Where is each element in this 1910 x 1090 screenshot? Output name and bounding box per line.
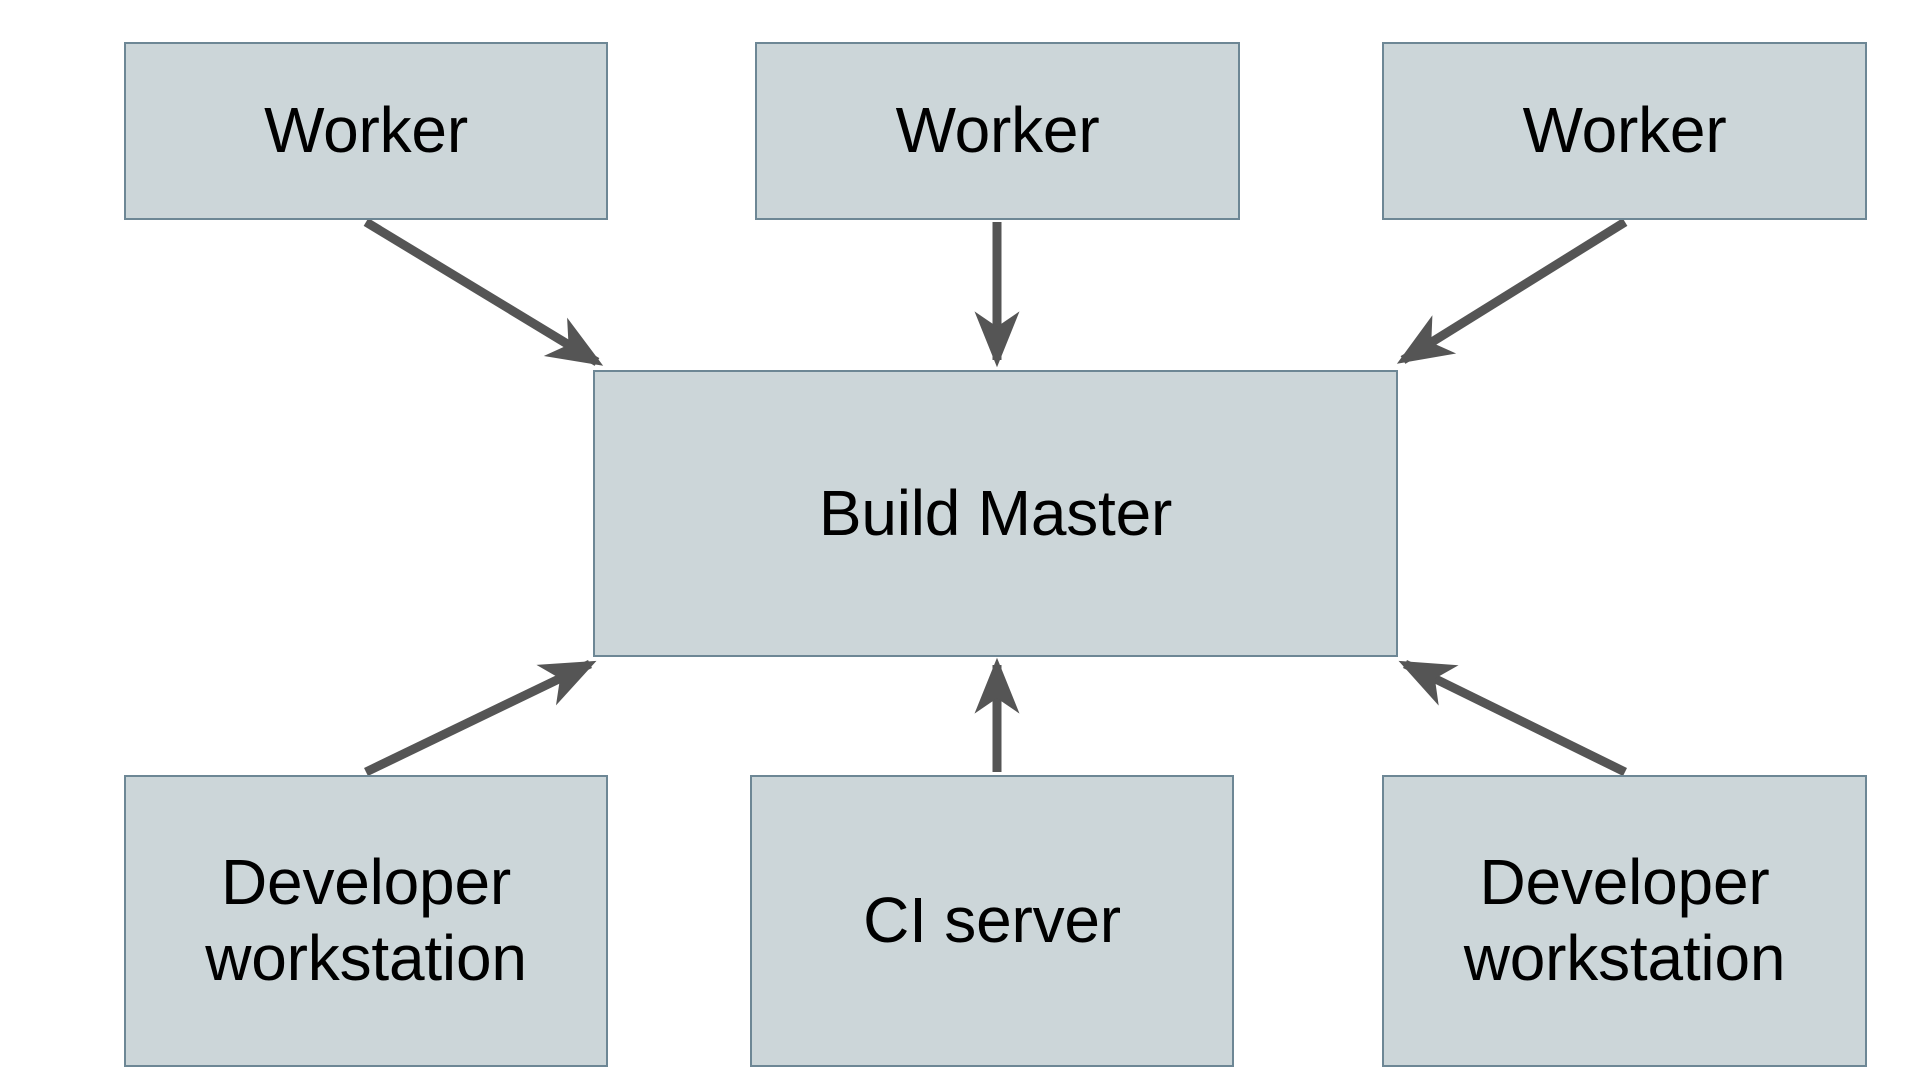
edge-worker-3-to-build-master <box>1396 218 1628 364</box>
node-worker-3-label: Worker <box>1522 94 1727 167</box>
edge-dev-ws-left-to-build-master <box>364 659 597 777</box>
node-worker-1-label: Worker <box>264 94 468 167</box>
node-developer-workstation-left[interactable]: Developer workstation <box>124 775 608 1067</box>
node-worker-2[interactable]: Worker <box>755 42 1240 220</box>
edge-dev-ws-right-to-build-master <box>1398 659 1627 777</box>
node-build-master-label: Build Master <box>818 476 1173 549</box>
node-developer-workstation-right-label: Developer workstation <box>1463 846 1786 994</box>
node-developer-workstation-left-label: Developer workstation <box>205 846 527 994</box>
node-worker-2-label: Worker <box>895 94 1100 167</box>
node-worker-1[interactable]: Worker <box>124 42 608 220</box>
node-build-master[interactable]: Build Master <box>593 370 1398 657</box>
node-ci-server[interactable]: CI server <box>750 775 1234 1067</box>
node-ci-server-label: CI server <box>863 884 1121 957</box>
edge-worker-1-to-build-master <box>363 218 604 366</box>
node-developer-workstation-right[interactable]: Developer workstation <box>1382 775 1867 1067</box>
node-worker-3[interactable]: Worker <box>1382 42 1867 220</box>
